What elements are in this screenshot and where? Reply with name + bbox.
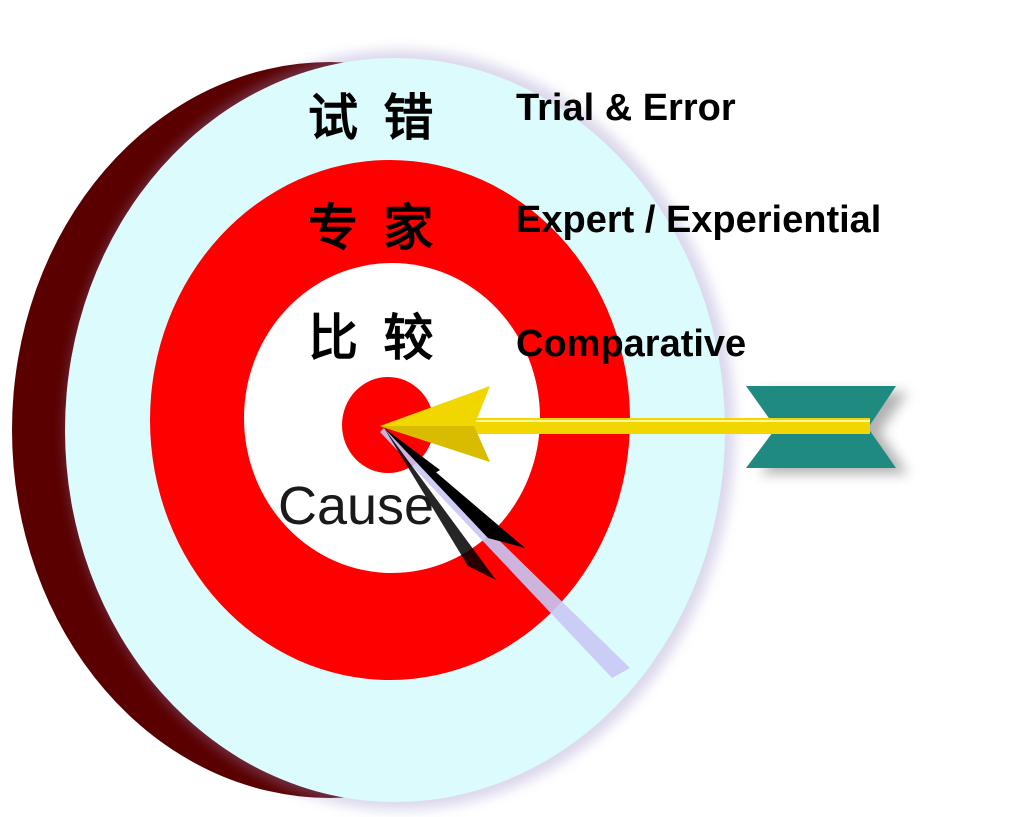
- ring-label-en-expert: Expert / Experiential: [516, 199, 881, 241]
- ring-label-en-comparative: Comparative: [516, 323, 746, 365]
- ring-label-zh-comparative: 比 较: [308, 309, 437, 367]
- ring-label-zh-expert: 专 家: [308, 199, 437, 257]
- ring-label-zh-trial: 试 错: [308, 89, 437, 147]
- arrow-head-shade: [380, 426, 490, 462]
- main-arrow: [380, 386, 908, 474]
- ring-label-en-trial: Trial & Error: [516, 87, 736, 129]
- ghost-arrow: [380, 428, 630, 678]
- cause-label: Cause: [278, 476, 434, 536]
